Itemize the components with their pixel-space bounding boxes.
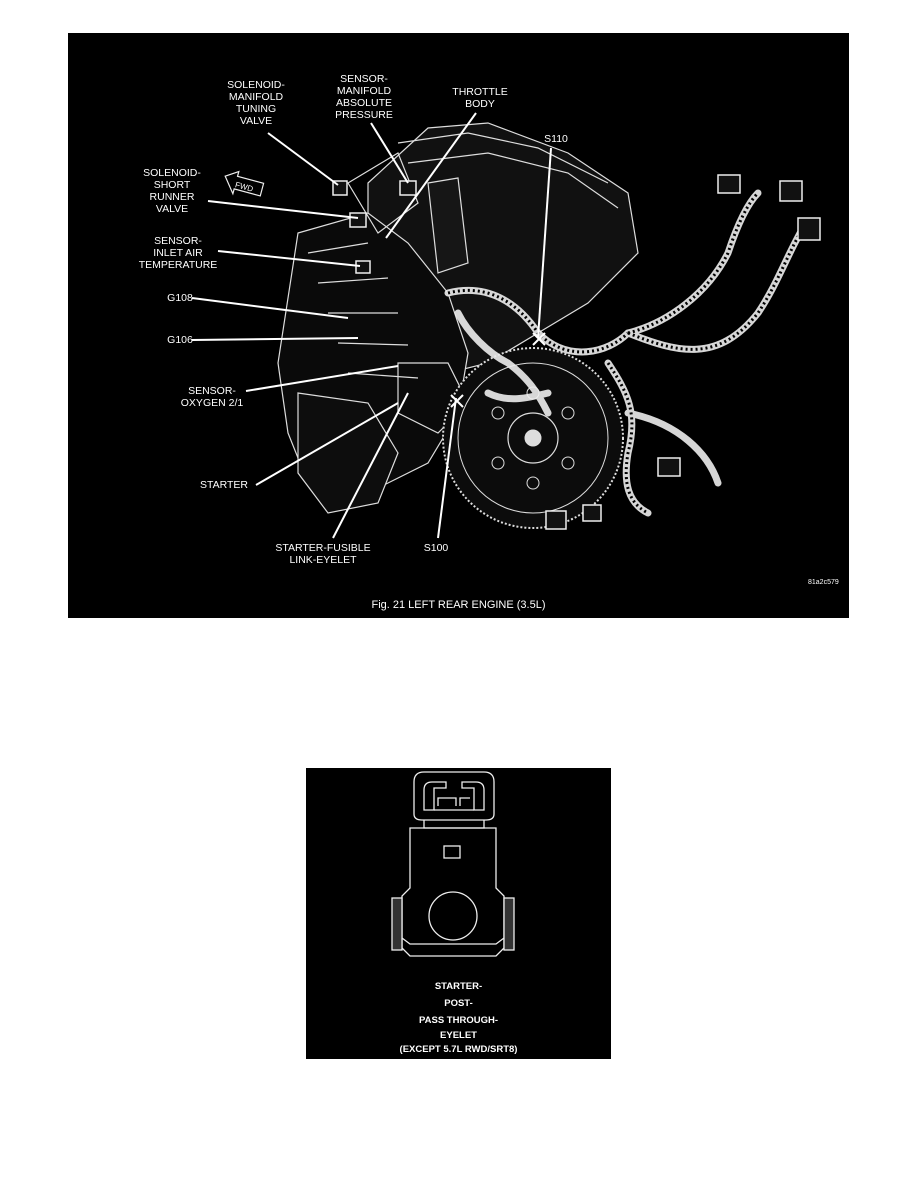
label-s110: S110 <box>544 133 568 145</box>
label-solenoid-manifold-tuning-valve: SOLENOID- MANIFOLD TUNING VALVE <box>227 79 285 127</box>
label-g106: G106 <box>167 334 193 346</box>
figure-caption: Fig. 21 LEFT REAR ENGINE (3.5L) <box>371 599 546 611</box>
label-s100: S100 <box>423 542 449 554</box>
eyelet-label-line-2: POST- <box>444 998 473 1009</box>
eyelet-label-line-5: (EXCEPT 5.7L RWD/SRT8) <box>399 1044 518 1055</box>
connectors <box>332 174 821 530</box>
label-throttle-body: THROTTLE BODY <box>452 86 508 110</box>
leader-lines <box>191 112 552 539</box>
label-solenoid-short-runner-valve: SOLENOID- SHORT RUNNER VALVE <box>143 167 201 215</box>
label-starter-fusible-link-eyelet: STARTER-FUSIBLE LINK-EYELET <box>275 542 371 566</box>
eyelet-figure: STARTER- POST- PASS THROUGH- EYELET (EXC… <box>306 768 611 1059</box>
eyelet-label-line-3: PASS THROUGH- <box>419 1015 498 1026</box>
eyelet-label-line-1: STARTER- <box>434 981 483 992</box>
figure-code: 81a2c579 <box>808 579 839 586</box>
eyelet-shape <box>391 771 515 957</box>
label-g108: G108 <box>167 292 193 304</box>
engine-wiring-figure: FWD SOLENOID- MANIFOLD TUNING VALVE SENS… <box>68 33 849 618</box>
flywheel-shape <box>442 347 624 529</box>
forward-arrow-icon <box>224 170 265 197</box>
label-sensor-oxygen: SENSOR- OXYGEN 2/1 <box>180 385 244 409</box>
label-starter: STARTER <box>199 479 249 491</box>
engine-illustration: FWD <box>191 112 821 539</box>
splice-marks <box>450 332 546 408</box>
label-sensor-manifold-absolute-pressure: SENSOR- MANIFOLD ABSOLUTE PRESSURE <box>335 73 393 121</box>
starter-shape <box>297 392 399 514</box>
eyelet-label-line-4: EYELET <box>440 1030 477 1041</box>
eyelet-illustration <box>391 771 515 957</box>
label-sensor-inlet-air-temperature: SENSOR- INLET AIR TEMPERATURE <box>138 235 218 271</box>
